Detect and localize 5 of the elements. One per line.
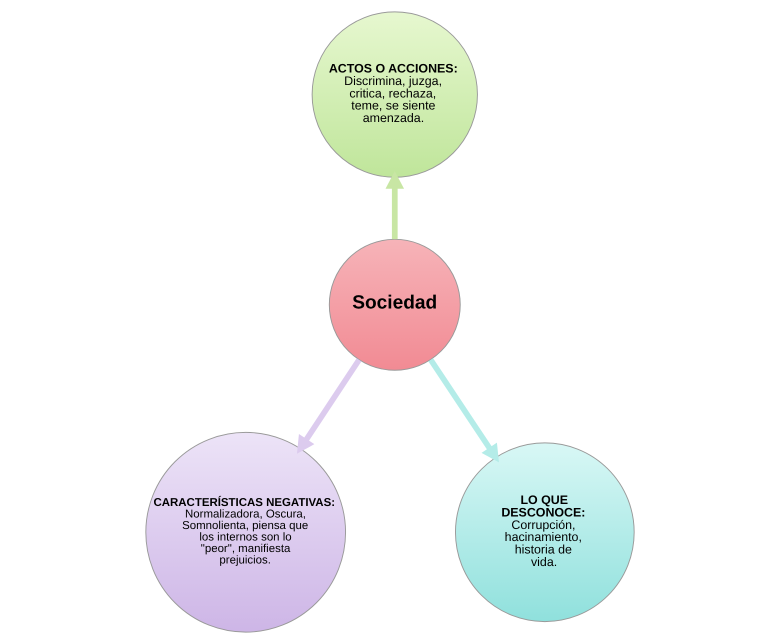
- arrow: [296, 358, 362, 454]
- node-circle: Sociedad: [328, 238, 461, 371]
- node-circle: ACTOS O ACCIONES: Discrimina, juzga, critica, rechaza, teme, se siente amenzada.: [312, 11, 478, 178]
- arrow: [428, 358, 499, 462]
- arrow: [386, 171, 404, 240]
